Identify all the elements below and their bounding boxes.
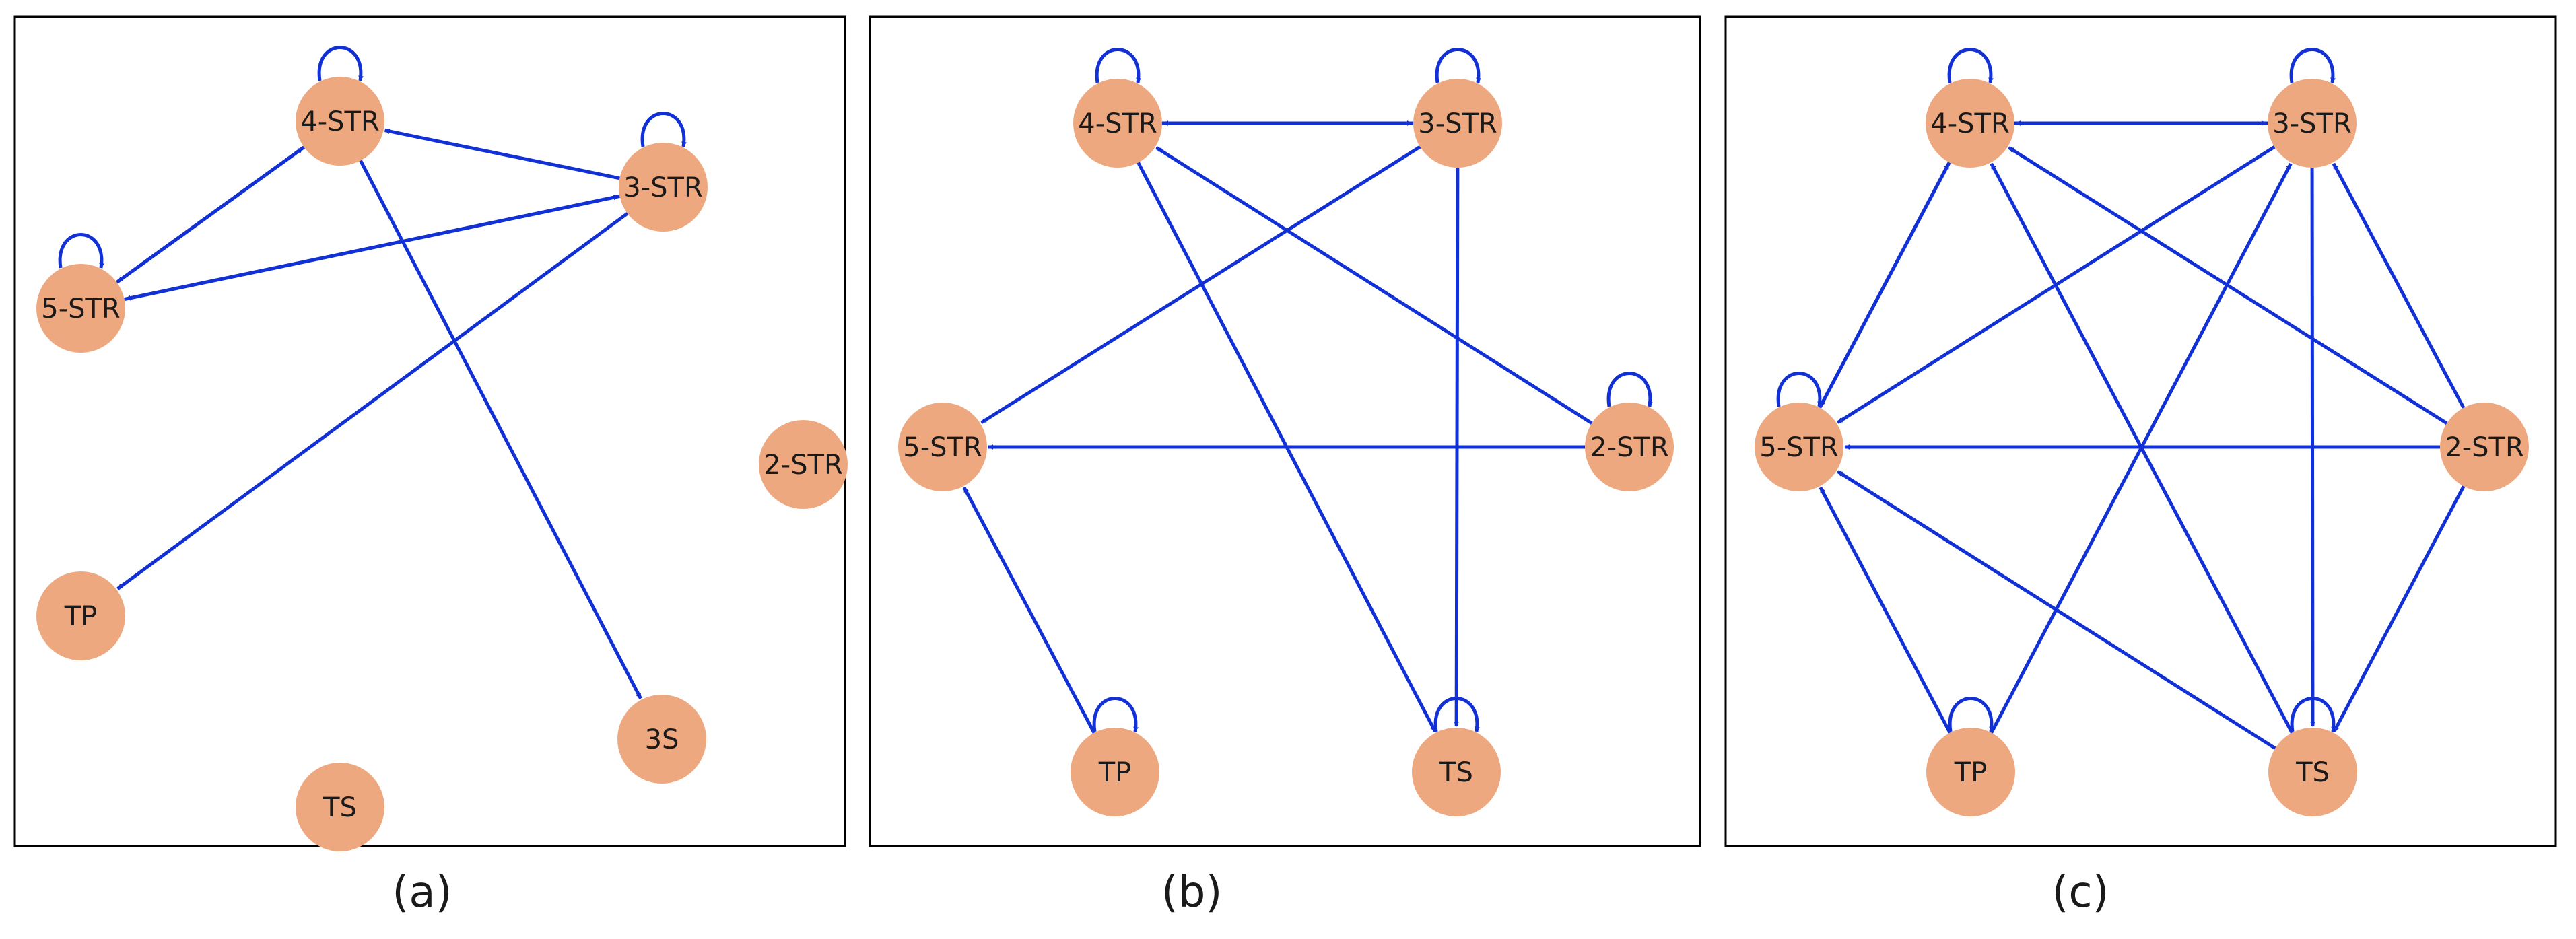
panel-a-edge-4STR-to-3S: [359, 160, 642, 699]
node-circle: [1412, 728, 1501, 816]
node-circle: [619, 143, 708, 232]
node-circle: [36, 264, 125, 353]
node-circle: [1926, 79, 2014, 168]
panel-b-nodes: 4-STR 3-STR 5-STR 2-STR TP TS: [898, 79, 1674, 816]
node-label: 2-STR: [764, 450, 843, 481]
panel-c-node-TS: TS: [2268, 728, 2357, 816]
node-circle: [617, 695, 706, 784]
panel-c-edge-2STR-to-3STR: [2332, 162, 2466, 409]
panel-c-self-loop-TP: [1948, 697, 1995, 732]
node-circle: [2268, 79, 2357, 168]
node-circle: [1926, 728, 2015, 816]
panel-b-node-TP: TP: [1071, 728, 1159, 816]
node-label: TS: [1439, 757, 1473, 788]
node-circle: [1585, 403, 1674, 491]
panel-a-edge-5STR-to-3STR: [124, 195, 619, 302]
panel-c-node-3STR: 3-STR: [2268, 79, 2357, 168]
node-label: 3-STR: [1418, 108, 1497, 139]
panel-c-caption: (c): [2052, 868, 2109, 917]
node-circle: [1071, 728, 1159, 816]
panel-b-edge-2STR-to-4STR: [1155, 146, 1593, 425]
node-circle: [1413, 79, 1502, 168]
panel-b-node-TS: TS: [1412, 728, 1501, 816]
panel-b-node-3STR: 3-STR: [1413, 79, 1502, 168]
node-label: 5-STR: [1759, 432, 1839, 463]
panel-c-edge-2STR-to-TS: [2332, 485, 2466, 733]
panel-c-self-loop-5STR: [1776, 372, 1823, 407]
panel-c-node-2STR: 2-STR: [2440, 403, 2529, 491]
node-label: 2-STR: [2445, 432, 2524, 463]
panel-c-edge-TP-to-3STR: [1990, 163, 2293, 734]
panel-c-frame: [1724, 15, 2557, 847]
panel-a-node-2STR: 2-STR: [759, 420, 848, 509]
panel-a-self-loop-4STR: [317, 46, 364, 81]
panel-b-self-loop-TP: [1092, 697, 1139, 732]
node-label: 3-STR: [623, 172, 703, 203]
node-circle: [898, 403, 987, 491]
node-label: 4-STR: [300, 106, 380, 137]
node-label: TS: [323, 792, 357, 823]
panel-b-self-loop-3STR: [1435, 48, 1482, 83]
panel-a: 4-STR 3-STR 5-STR 2-STR TP 3S TS (a): [13, 15, 848, 917]
node-label: TP: [64, 601, 98, 632]
panel-c: 4-STR 3-STR 5-STR 2-STR TP TS (c): [1724, 15, 2557, 917]
panel-b-frame: [869, 15, 1701, 847]
node-label: 5-STR: [903, 432, 982, 463]
panel-a-node-4STR: 4-STR: [296, 77, 384, 166]
panel-a-frame: [13, 15, 846, 847]
node-circle: [296, 77, 384, 166]
panel-b: 4-STR 3-STR 5-STR 2-STR TP TS (b): [869, 15, 1701, 917]
panel-c-node-4STR: 4-STR: [1926, 79, 2014, 168]
node-label: 3S: [645, 724, 679, 755]
panel-b-edge-TP-to-5STR: [962, 486, 1096, 734]
panel-a-self-loop-3STR: [640, 112, 687, 147]
panel-a-edges: [58, 46, 687, 699]
node-circle: [1073, 79, 1162, 168]
node-circle: [759, 420, 848, 509]
node-label: TS: [2295, 757, 2330, 788]
panel-c-edges: [1776, 48, 2466, 750]
panel-c-node-5STR: 5-STR: [1755, 403, 1843, 491]
node-label: TP: [1954, 757, 1988, 788]
panel-a-node-3S: 3S: [617, 695, 706, 784]
node-circle: [2440, 403, 2529, 491]
panel-c-edge-TS-to-5STR: [1837, 470, 2276, 750]
node-circle: [1755, 403, 1843, 491]
panel-b-caption: (b): [1161, 868, 1223, 917]
node-label: 3-STR: [2272, 108, 2352, 139]
panel-b-node-2STR: 2-STR: [1585, 403, 1674, 491]
node-label: TP: [1098, 757, 1132, 788]
panel-c-edge-TP-to-5STR: [1819, 486, 1952, 734]
node-circle: [2268, 728, 2357, 816]
panel-a-caption: (a): [392, 868, 452, 917]
panel-b-self-loop-4STR: [1095, 48, 1142, 83]
node-label: 2-STR: [1590, 432, 1669, 463]
panel-a-node-3STR: 3-STR: [619, 143, 708, 232]
node-circle: [296, 763, 384, 851]
panel-c-self-loop-4STR: [1947, 48, 1994, 83]
node-label: 4-STR: [1930, 108, 2010, 139]
panel-a-self-loop-5STR: [58, 233, 105, 269]
panel-c-node-TP: TP: [1926, 728, 2015, 816]
panel-b-edges: [962, 48, 1654, 734]
panel-a-edge-3STR-to-4STR: [384, 129, 620, 180]
panel-b-self-loop-2STR: [1606, 372, 1654, 407]
panel-a-edge-5STR-to-4STR: [116, 146, 304, 284]
panel-b-node-5STR: 5-STR: [898, 403, 987, 491]
panel-b-node-4STR: 4-STR: [1073, 79, 1162, 168]
panel-a-node-TP: TP: [36, 571, 125, 660]
panel-a-node-5STR: 5-STR: [36, 264, 125, 353]
node-label: 4-STR: [1078, 108, 1157, 139]
panel-a-nodes: 4-STR 3-STR 5-STR 2-STR TP 3S TS: [36, 77, 848, 851]
panel-a-edge-3STR-to-TP: [116, 212, 629, 590]
node-label: 5-STR: [41, 293, 121, 324]
panel-c-edge-5STR-to-4STR: [1818, 162, 1951, 409]
panel-c-self-loop-3STR: [2289, 48, 2336, 83]
node-circle: [36, 571, 125, 660]
panel-c-nodes: 4-STR 3-STR 5-STR 2-STR TP TS: [1755, 79, 2529, 816]
panel-a-node-TS: TS: [296, 763, 384, 851]
